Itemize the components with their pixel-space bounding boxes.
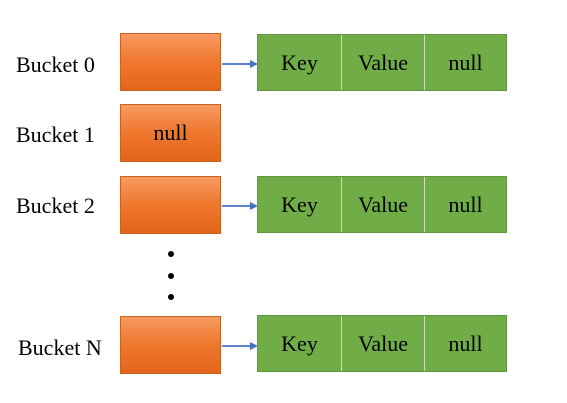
ellipsis-dot-icon [168, 273, 174, 279]
bucket-n-box [120, 316, 221, 374]
bucket-2-box [120, 176, 221, 234]
bucket-n-label: Bucket N [18, 335, 102, 360]
bucket-0-node: Key Value null [257, 34, 507, 91]
bucket-0-label: Bucket 0 [16, 52, 95, 77]
bucket-n-arrow-icon [222, 342, 258, 350]
node-next: null [448, 191, 483, 217]
node-value: Value [342, 316, 425, 371]
bucket-1-label: Bucket 1 [16, 122, 95, 147]
bucket-2-label: Bucket 2 [16, 193, 95, 218]
node-key: Key [258, 35, 342, 90]
ellipsis-dot-icon [168, 294, 174, 300]
bucket-0-arrow-icon [222, 60, 258, 68]
bucket-2-arrow-icon [222, 202, 258, 210]
node-next: null [448, 49, 483, 75]
bucket-0-box [120, 33, 221, 91]
bucket-2-node: Key Value null [257, 176, 507, 233]
node-next: null [448, 330, 483, 356]
node-value: Value [342, 35, 425, 90]
ellipsis-dot-icon [168, 251, 174, 257]
node-value: Value [342, 177, 425, 232]
node-key: Key [258, 316, 342, 371]
bucket-n-node: Key Value null [257, 315, 507, 372]
node-key: Key [258, 177, 342, 232]
bucket-1-box: null [120, 104, 221, 162]
